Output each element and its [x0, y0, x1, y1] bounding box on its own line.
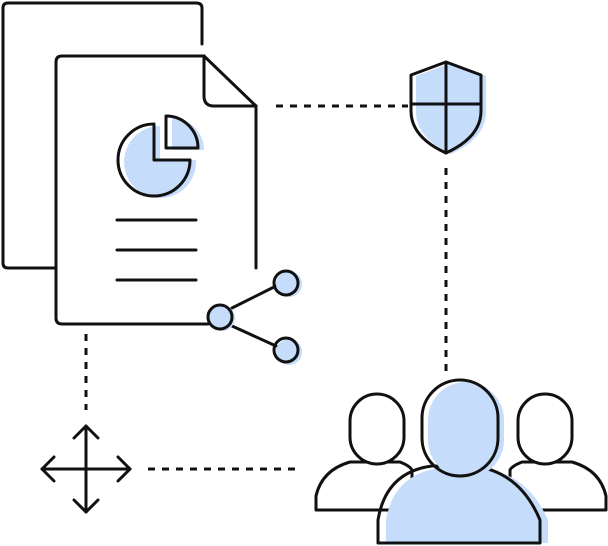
pie-main [116, 122, 192, 198]
pie-main-shadow [124, 126, 197, 198]
share-node-left [206, 303, 234, 331]
page-outline-top [202, 54, 258, 108]
user-center-head-fill [428, 382, 504, 478]
move-arrow-up [72, 424, 100, 440]
share-link-bottom [230, 324, 278, 348]
connector-lines [84, 104, 448, 471]
share-node-bottom [272, 336, 300, 364]
user-center-head [420, 378, 500, 478]
user-left [314, 392, 414, 512]
move-arrows-icon [40, 424, 132, 514]
move-arrow-down [72, 498, 100, 514]
shield-fill [416, 63, 486, 154]
pie-chart-icon [116, 114, 204, 198]
user-left-head [348, 392, 406, 466]
move-arrow-right [116, 455, 132, 483]
user-left-body [314, 460, 414, 512]
share-icon [206, 269, 302, 365]
share-link-top [230, 284, 278, 310]
folded-corner [202, 54, 258, 108]
back-page [1, 1, 204, 270]
shield-icon [409, 60, 486, 155]
user-center [376, 378, 548, 545]
user-group-icon [314, 378, 608, 545]
move-arrow-left [40, 455, 56, 483]
share-node-top [272, 269, 300, 297]
pie-slice [164, 114, 200, 150]
user-right-head [516, 392, 574, 466]
user-center-body-fill [386, 468, 548, 543]
